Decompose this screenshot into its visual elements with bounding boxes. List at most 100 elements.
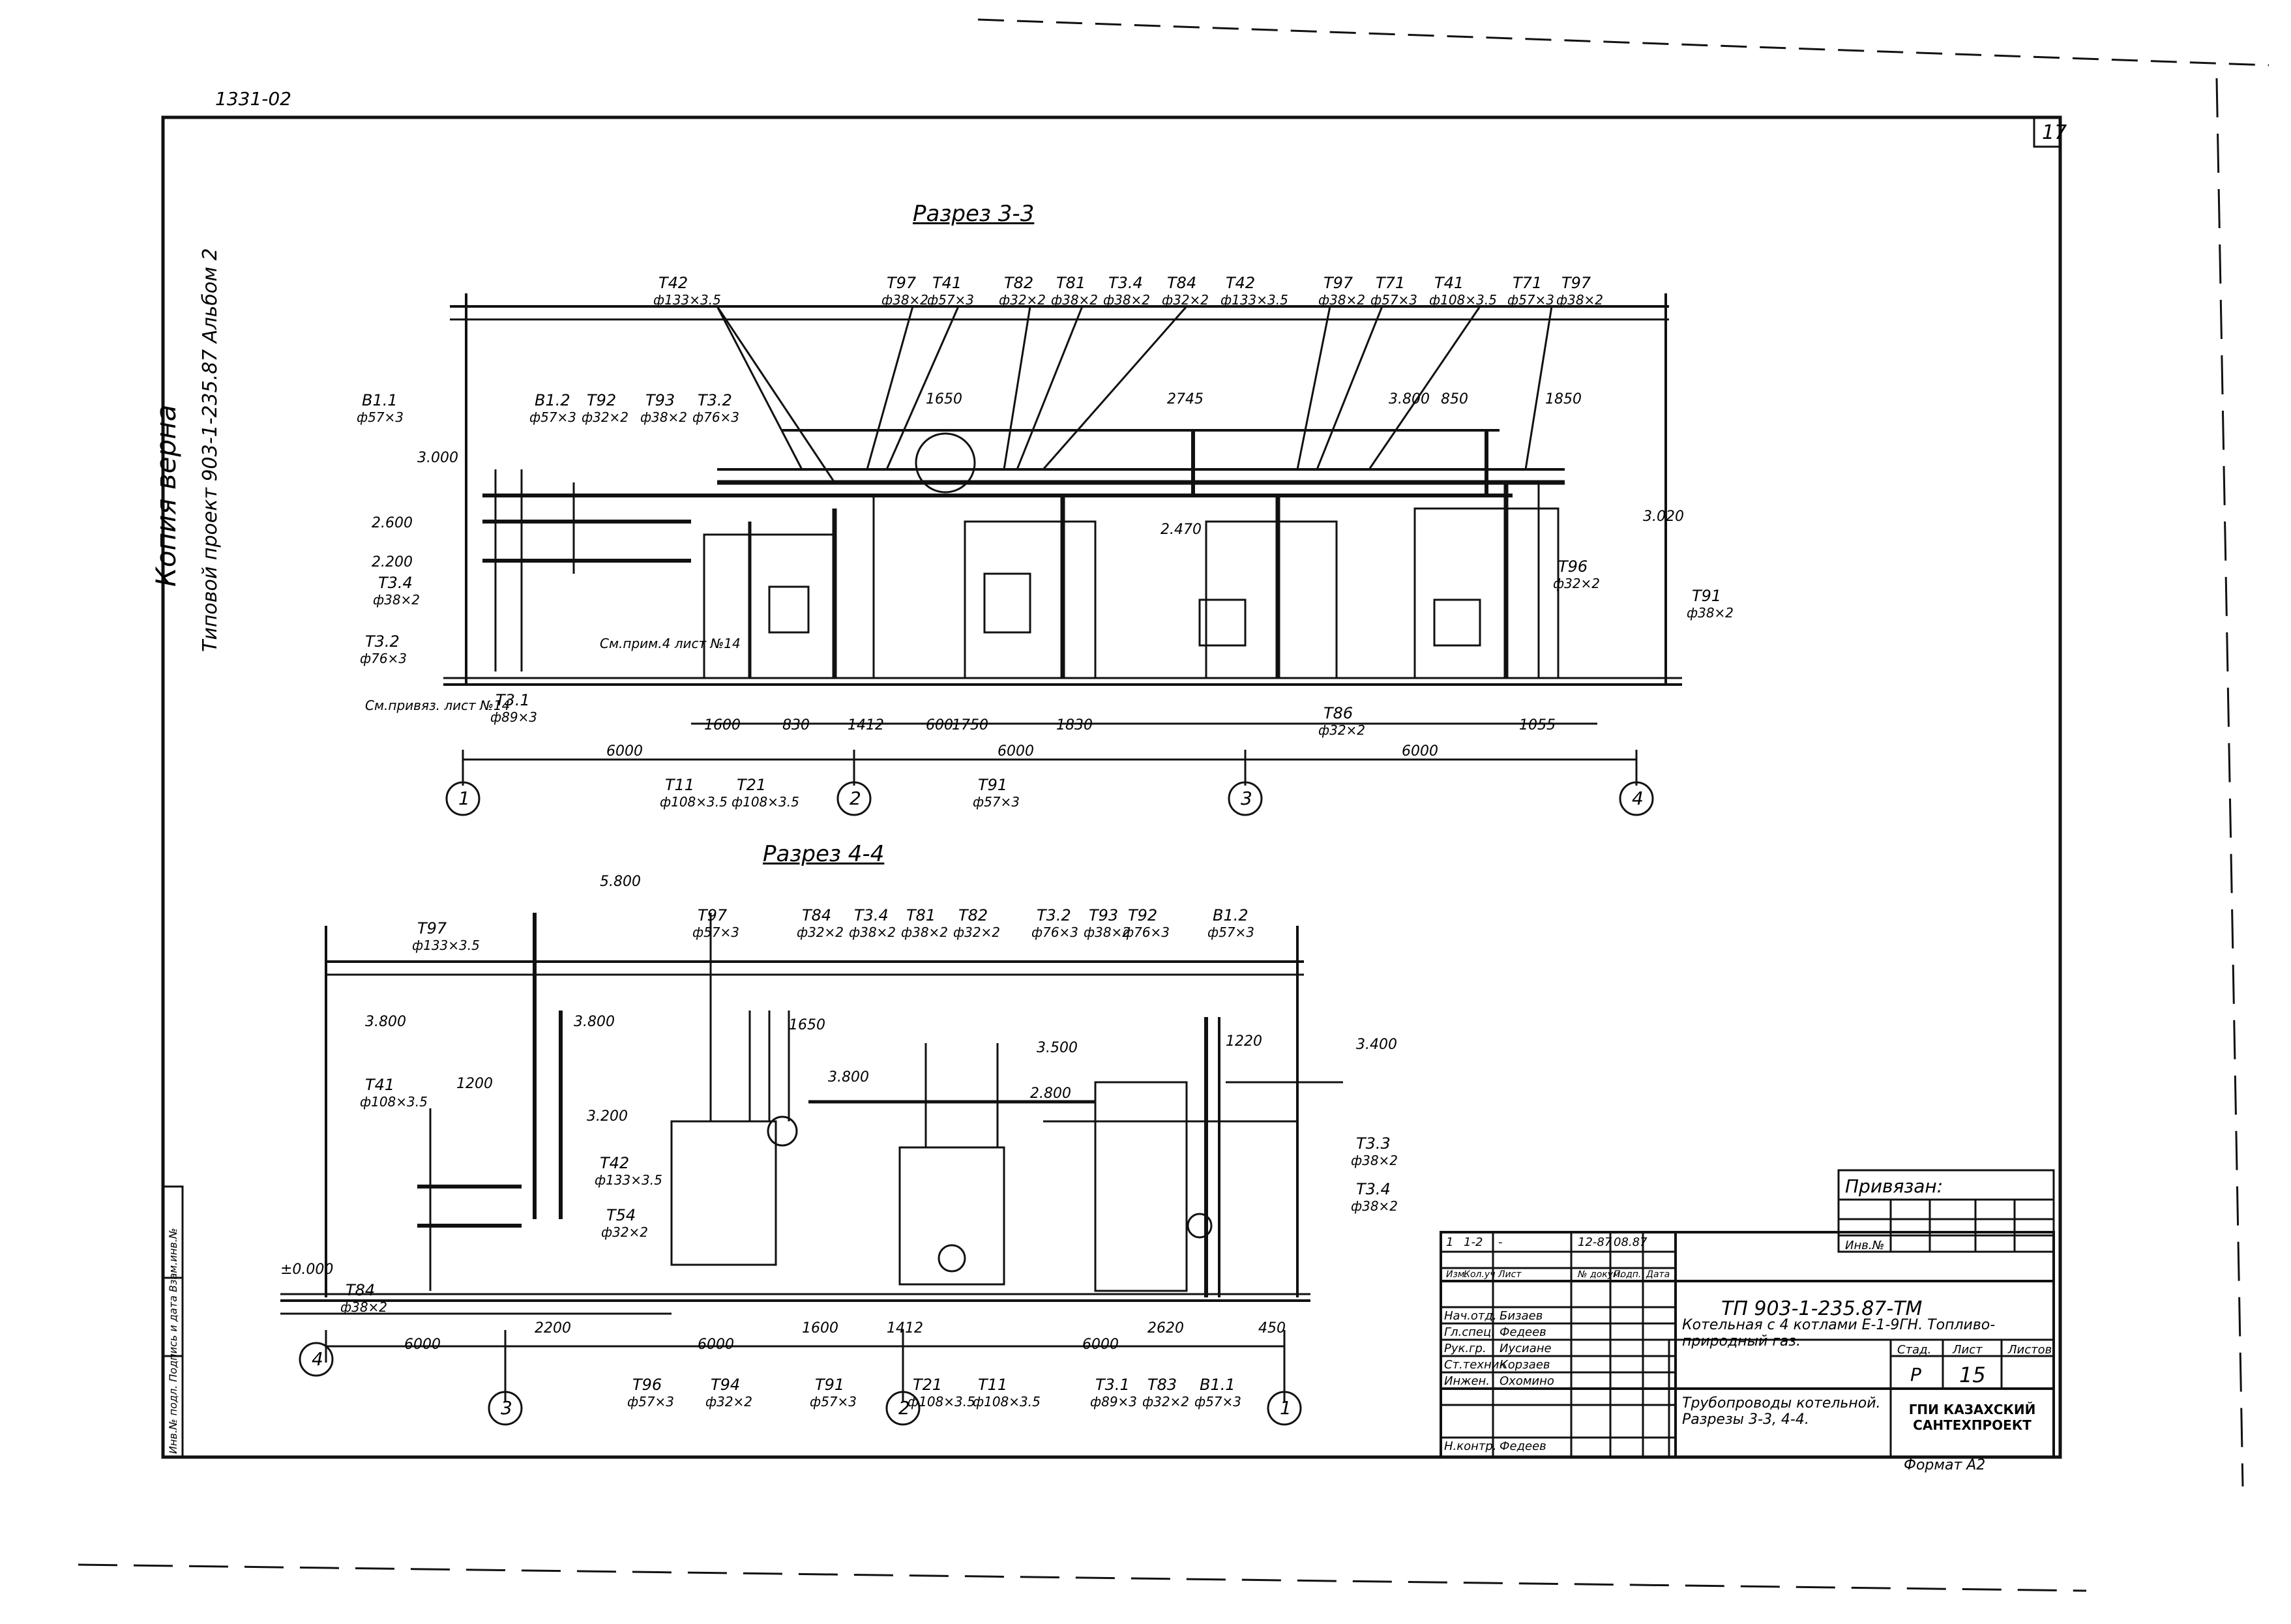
pipe-label-33: Т91: [1692, 587, 1722, 605]
stamp-change-value: 12-87: [1578, 1235, 1612, 1249]
level-mark-44: 3.200: [587, 1108, 628, 1125]
pipe-size-33: ф57×3: [927, 292, 975, 308]
stamp-staff-name: Корзаев: [1500, 1358, 1550, 1372]
pipe-label-44: Т82: [958, 906, 988, 924]
pipe-label-44: Т3.4: [854, 906, 889, 924]
pipe-size-33: ф32×2: [999, 292, 1046, 308]
pipe-size-33: ф38×2: [881, 292, 929, 308]
pipe-label-33: В1.1: [362, 391, 398, 409]
pipe-size-33: ф57×3: [529, 409, 577, 425]
pipe-label-44: Т97: [417, 919, 447, 937]
pipe-label-44: Т42: [600, 1154, 630, 1172]
sheet-code: 1331-02: [215, 88, 291, 110]
pipe-label-33: Т97: [1323, 274, 1353, 292]
dimension-33: 1412: [848, 717, 884, 733]
dimension-33: 6000: [1402, 743, 1438, 760]
pipe-size-33: ф133×3.5: [1220, 292, 1288, 308]
stamp-staff-name: Бизаев: [1500, 1309, 1543, 1323]
level-mark-44: 3.800: [574, 1014, 615, 1030]
pipe-size-33: ф38×2: [1051, 292, 1099, 308]
pipe-size-33: ф76×3: [692, 409, 740, 425]
pipe-label-44: Т93: [1089, 906, 1119, 924]
pipe-size-44: ф89×3: [1090, 1394, 1138, 1410]
stamp-staff-name: Федеев: [1500, 1325, 1546, 1339]
pipe-label-33: Т97: [1561, 274, 1591, 292]
pipe-label-33: Т3.2: [698, 391, 732, 409]
level-mark-33: 3.800: [1389, 391, 1430, 407]
level-mark-33: 3.020: [1643, 509, 1684, 525]
pipe-size-33: ф108×3.5: [732, 794, 799, 810]
pipe-label-33: Т97: [887, 274, 917, 292]
pipe-size-33: ф38×2: [373, 592, 421, 608]
grid-axis-44: 4: [312, 1348, 323, 1370]
level-mark-44: 2.800: [1030, 1085, 1071, 1102]
pipe-size-33: ф32×2: [582, 409, 629, 425]
dimension-33: 600: [926, 717, 953, 733]
stamp-change-header: Изм.: [1446, 1269, 1468, 1280]
pipe-size-44: ф38×2: [849, 924, 896, 940]
pipe-size-33: ф57×3: [1370, 292, 1418, 308]
pipe-size-33: ф108×3.5: [1429, 292, 1497, 308]
pipe-size-33: ф38×2: [640, 409, 688, 425]
pipe-label-33: Т84: [1167, 274, 1197, 292]
pipe-size-44: ф108×3.5: [973, 1394, 1041, 1410]
pipe-size-44: ф32×2: [1142, 1394, 1190, 1410]
pipe-size-33: ф57×3: [973, 794, 1020, 810]
sheet-corner-number: 17: [2042, 121, 2067, 144]
pipe-size-33: ф38×2: [1103, 292, 1151, 308]
dimension-33: 830: [782, 717, 810, 733]
pipe-label-33: Т21: [737, 776, 767, 794]
level-mark-44: ±0.000: [280, 1262, 334, 1278]
pipe-label-33: Т86: [1323, 704, 1353, 722]
grid-axis-33: 4: [1632, 788, 1644, 809]
dimension-44: 1600: [802, 1320, 838, 1336]
pipe-label-33: Т91: [978, 776, 1008, 794]
dimension-33: 1600: [704, 717, 741, 733]
pipe-label-44: Т54: [606, 1206, 636, 1224]
pipe-size-44: ф57×3: [1194, 1394, 1242, 1410]
pipe-label-44: Т97: [698, 906, 728, 924]
pipe-label-44: Т84: [346, 1281, 376, 1299]
pipe-label-44: Т91: [815, 1376, 845, 1394]
grid-axis-44: 2: [898, 1397, 910, 1419]
stamp-staff-name: Охомино: [1500, 1374, 1554, 1388]
pipe-label-33: Т71: [1513, 274, 1543, 292]
pipe-label-44: В1.2: [1213, 906, 1249, 924]
dimension-44: 450: [1258, 1320, 1286, 1336]
note-33: См.привяз. лист №14: [365, 698, 510, 713]
stamp-description: Котельная с 4 котлами Е-1-9ГН. Топливо-п…: [1682, 1317, 1996, 1350]
level-mark-33: 2.470: [1160, 522, 1202, 538]
stamp-inv-label: Инв.№: [1845, 1239, 1885, 1252]
dimension-33: 850: [1441, 391, 1468, 407]
level-mark-33: 3.000: [417, 450, 458, 466]
pipe-label-33: Т82: [1004, 274, 1034, 292]
pipe-size-44: ф57×3: [692, 924, 740, 940]
pipe-size-44: ф32×2: [953, 924, 1001, 940]
dimension-33: 1830: [1056, 717, 1093, 733]
pipe-label-44: Т3.4: [1356, 1180, 1391, 1198]
level-mark-33: 2.200: [372, 554, 413, 570]
level-mark-44: 5.800: [600, 874, 641, 890]
stamp-org: ГПИ КАЗАХСКИЙ САНТЕХПРОЕКТ: [1908, 1402, 2036, 1433]
stamp-staff-role: Инжен.: [1444, 1374, 1490, 1388]
stamp-change-header: Кол.уч: [1464, 1269, 1496, 1280]
pipe-label-44: Т41: [365, 1076, 395, 1094]
section-33-title: Разрез 3-3: [913, 201, 1035, 227]
pipe-label-44: Т11: [978, 1376, 1008, 1394]
dimension-33: 1750: [952, 717, 988, 733]
pipe-label-33: Т42: [1226, 274, 1256, 292]
pipe-label-44: Т84: [802, 906, 832, 924]
stamp-staff-name: Федеев: [1500, 1439, 1546, 1453]
pipe-size-44: ф38×2: [1351, 1153, 1398, 1168]
stamp-staff-name: Иусиане: [1500, 1342, 1552, 1355]
stamp-change-header: Дата: [1646, 1269, 1670, 1280]
pipe-label-33: Т71: [1376, 274, 1406, 292]
stamp-staff-role: Рук.гр.: [1444, 1342, 1486, 1355]
pipe-size-44: ф76×3: [1031, 924, 1079, 940]
pipe-label-33: Т3.1: [495, 691, 530, 709]
dimension-33: 2745: [1167, 391, 1204, 407]
dimension-33: 1055: [1519, 717, 1556, 733]
stamp-sheets-label: Листов: [2008, 1343, 2052, 1357]
